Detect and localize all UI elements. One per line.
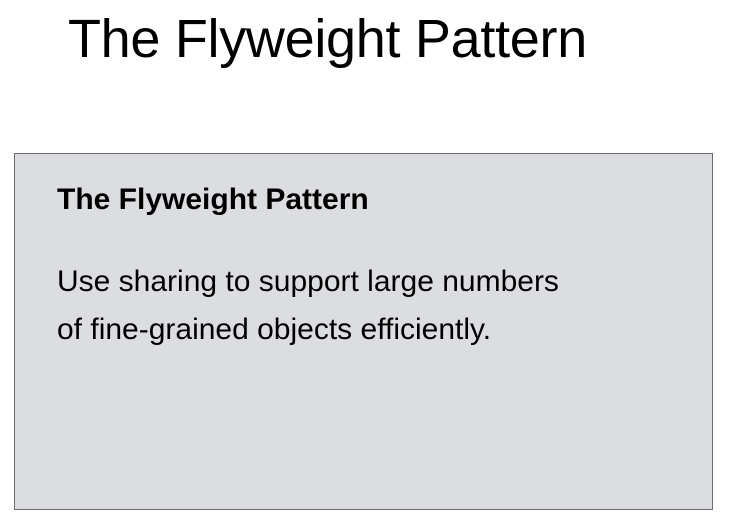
- definition-box: The Flyweight Pattern Use sharing to sup…: [14, 153, 713, 510]
- slide-title: The Flyweight Pattern: [68, 9, 587, 69]
- definition-text: Use sharing to support large numbers of …: [57, 258, 559, 354]
- definition-heading: The Flyweight Pattern: [57, 183, 369, 216]
- definition-line-2: of fine-grained objects efficiently.: [57, 313, 492, 346]
- definition-line-1: Use sharing to support large numbers: [57, 265, 559, 298]
